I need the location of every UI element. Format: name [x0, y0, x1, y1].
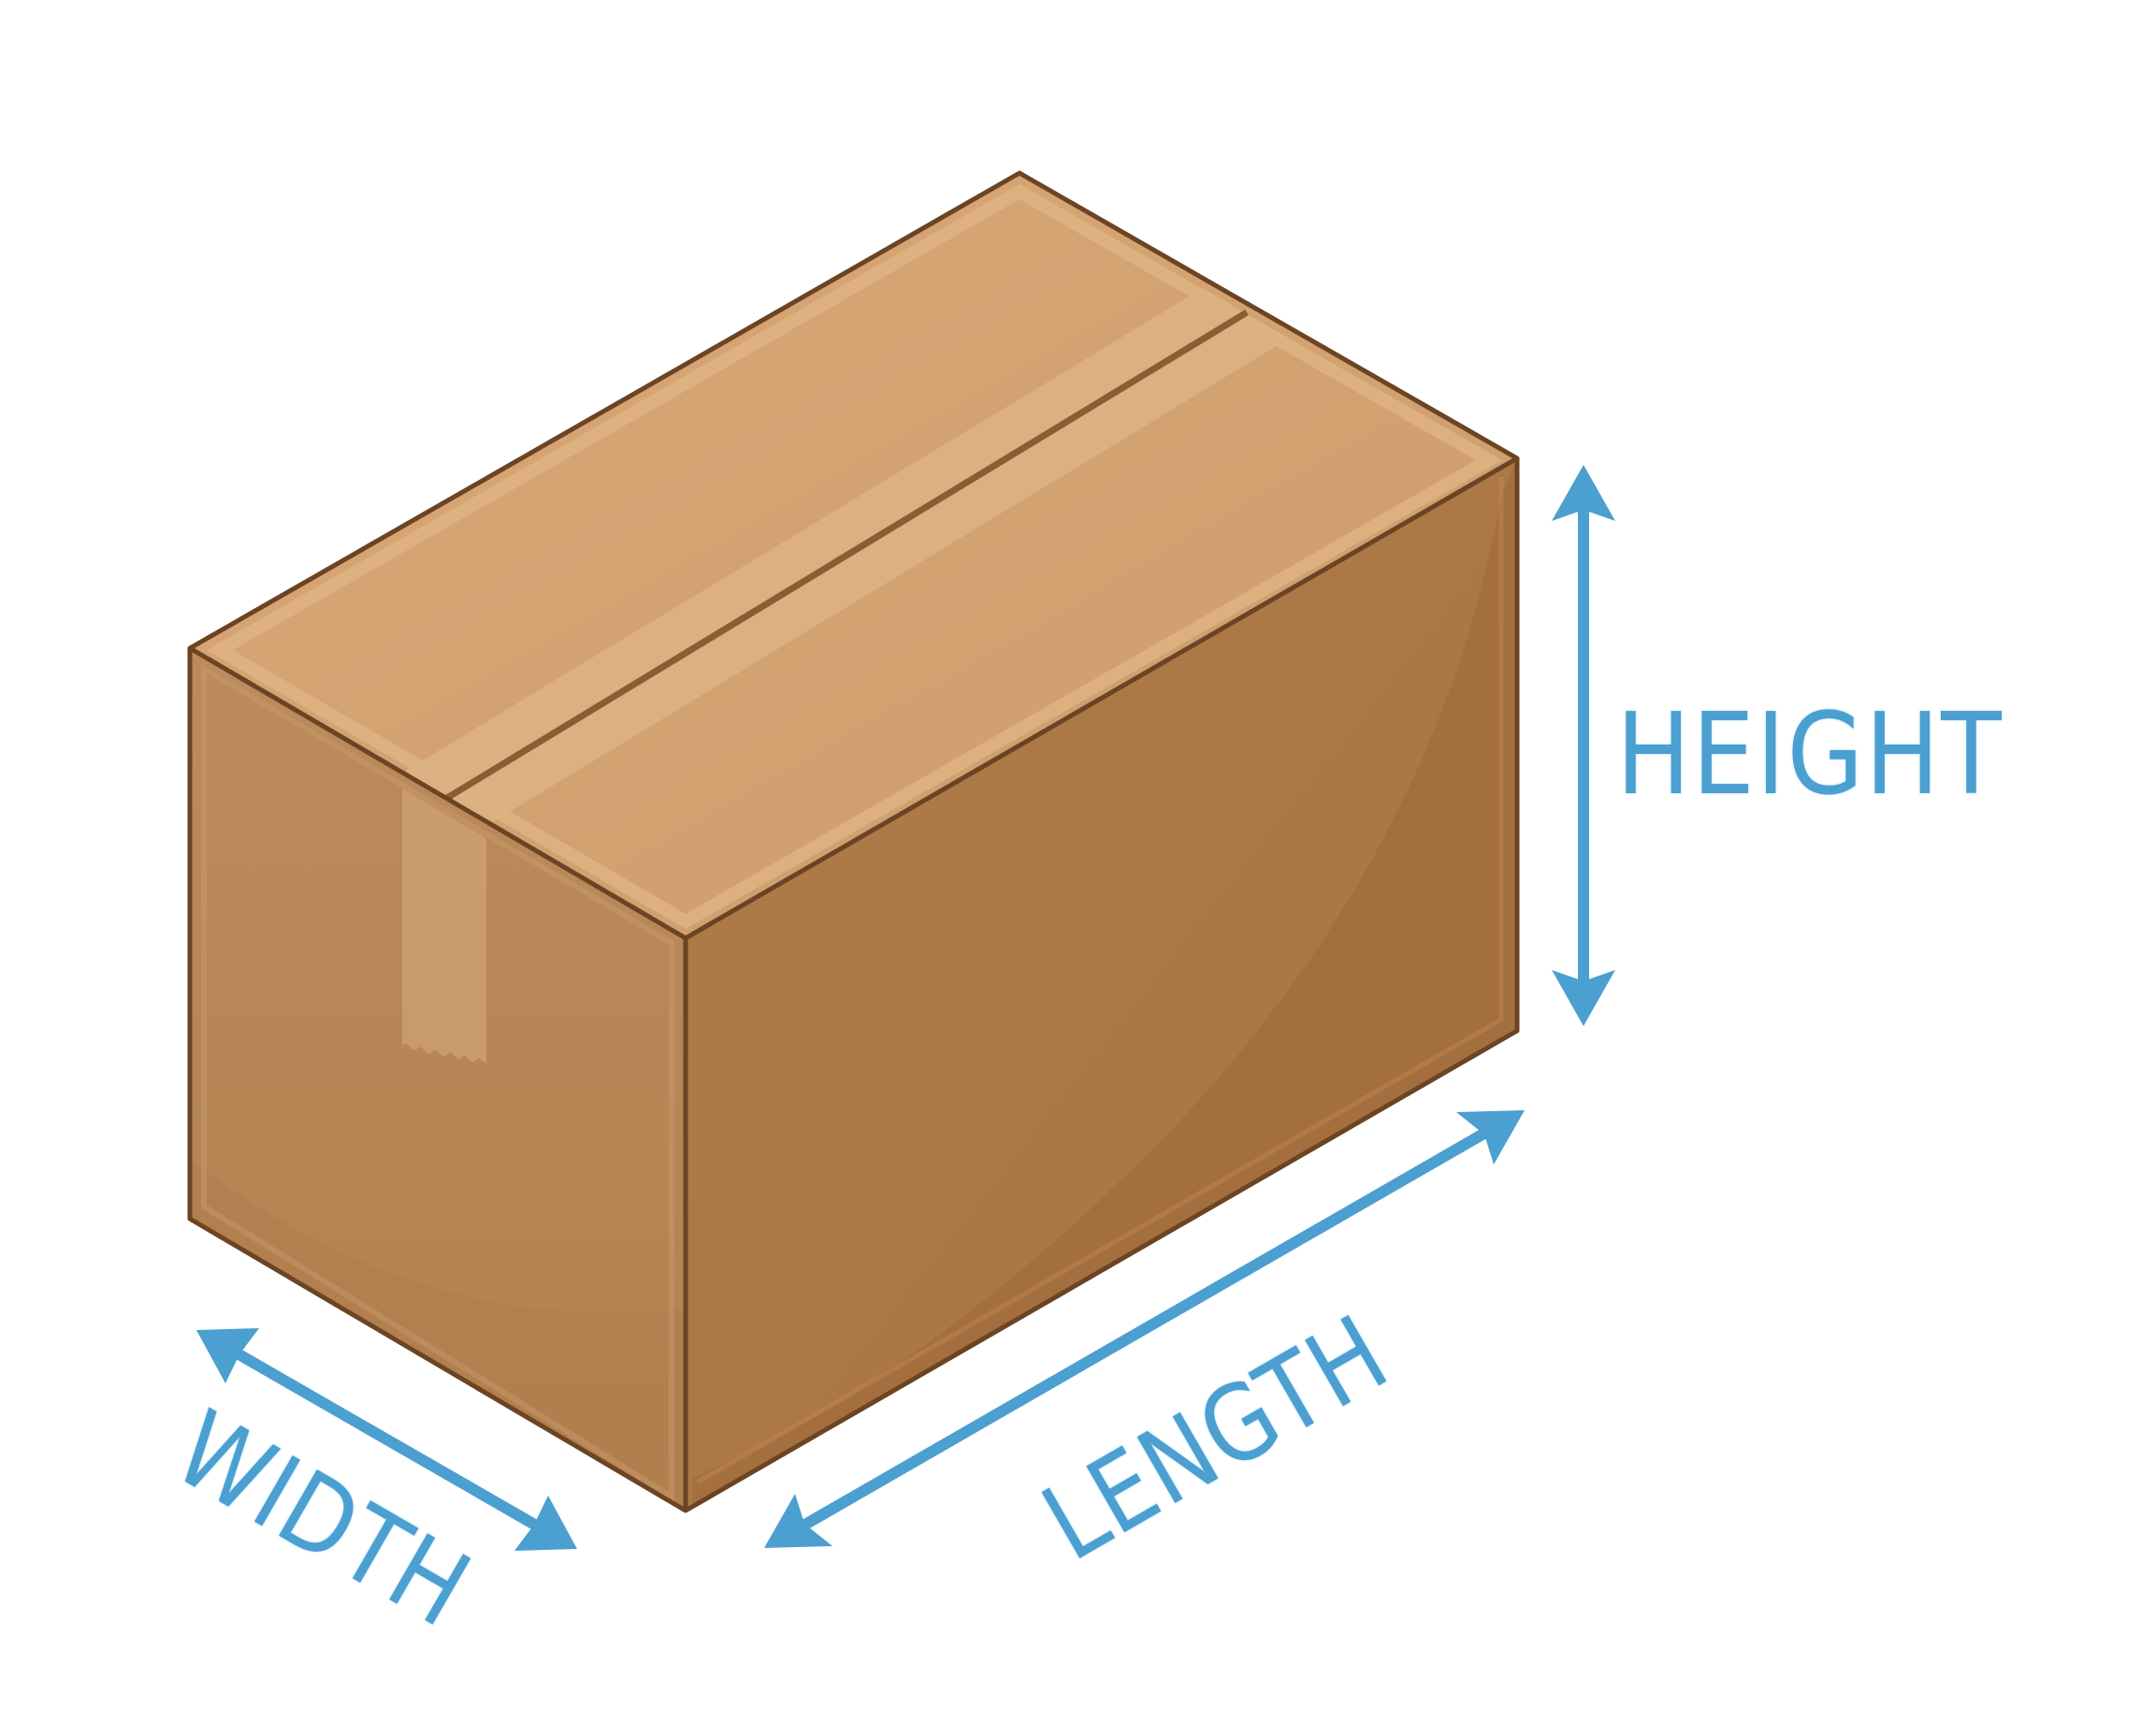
- cardboard-box-icon: [187, 170, 1520, 1513]
- tape-flap: [402, 788, 486, 1063]
- length-arrow-icon: [764, 1110, 1525, 1548]
- box-seam: [445, 310, 1249, 801]
- height-arrow-icon: [1552, 465, 1615, 1026]
- height-label: HEIGHT: [1616, 690, 2003, 820]
- width-arrow-icon: [196, 1328, 577, 1551]
- box-front-face: [686, 458, 1517, 1511]
- box-left-face: [190, 648, 686, 1511]
